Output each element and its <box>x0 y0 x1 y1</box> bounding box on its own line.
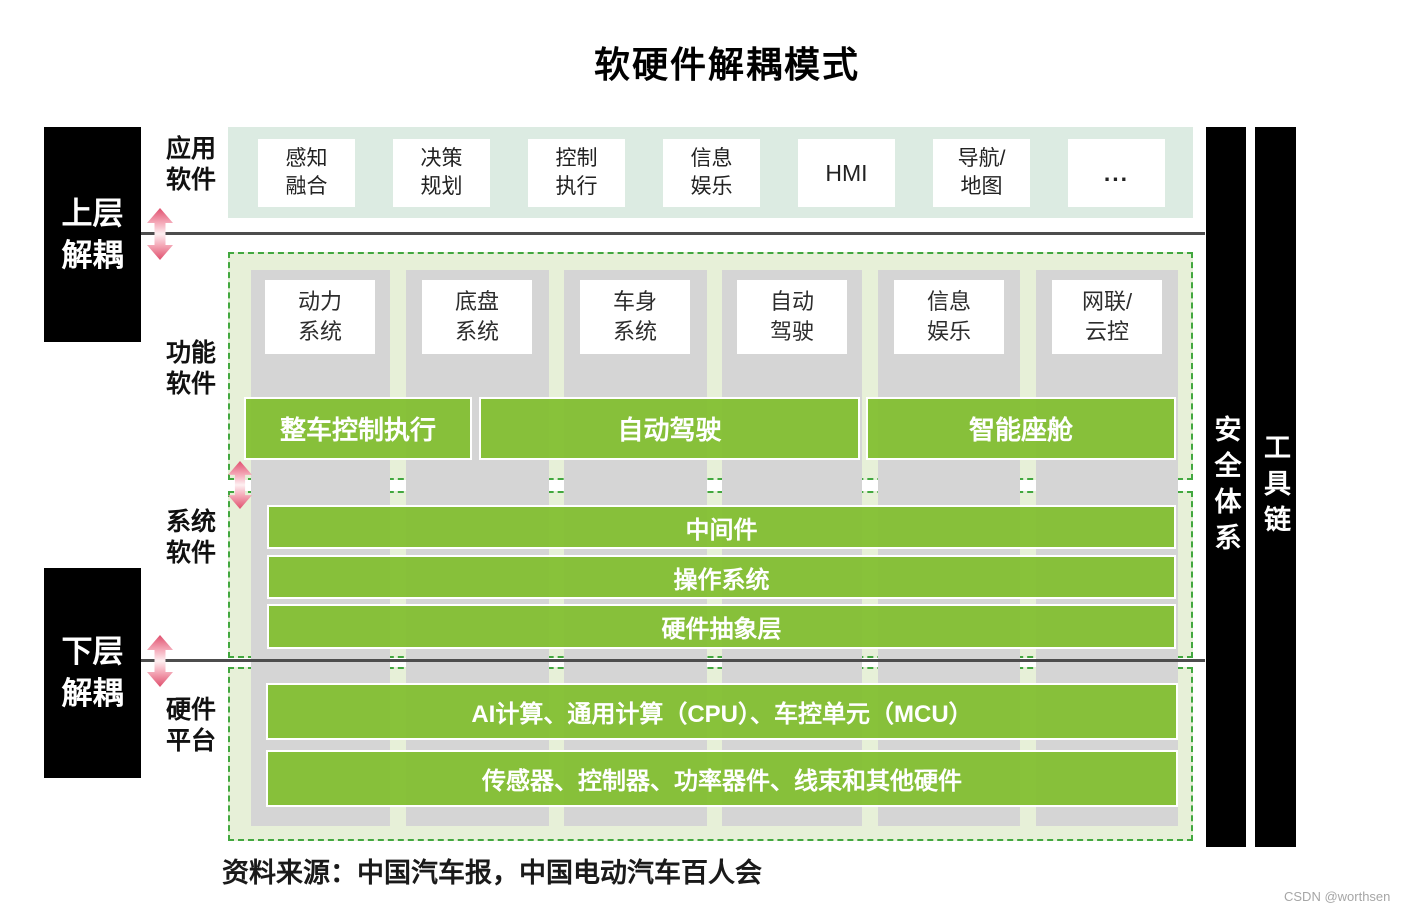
column-label-connectivity-cloud: 网联/云控 <box>1052 280 1162 354</box>
app-box-hmi: HMI <box>798 139 895 207</box>
app-box-infotainment: 信息娱乐 <box>663 139 760 207</box>
label-application-software: 应用 软件 <box>165 135 216 194</box>
column-label-autonomous-driving: 自动驾驶 <box>737 280 847 354</box>
page-title: 软硬件解耦模式 <box>594 44 861 85</box>
safety-system-bar: 安全体系 <box>1206 127 1246 847</box>
app-box-ellipsis: ... <box>1068 139 1165 207</box>
upper-decoupling-block: 上层 解耦 <box>44 127 141 342</box>
column-label-infotainment: 信息娱乐 <box>894 280 1004 354</box>
toolchain-bar: 工具链 <box>1255 127 1296 847</box>
label-hardware-platform: 硬件 平台 <box>165 696 216 755</box>
column-label-powertrain: 动力系统 <box>265 280 375 354</box>
bar-smart-cockpit: 智能座舱 <box>866 397 1176 460</box>
app-box-perception-fusion: 感知融合 <box>258 139 355 207</box>
upper-decouple-arrow-icon <box>147 208 173 260</box>
label-system-software: 系统 软件 <box>165 508 216 567</box>
lower-decoupling-line <box>141 659 1205 662</box>
bar-autonomous-driving: 自动驾驶 <box>479 397 860 460</box>
lower-decoupling-block: 下层 解耦 <box>44 568 141 778</box>
app-box-control-execution: 控制执行 <box>528 139 625 207</box>
bar-middleware: 中间件 <box>267 505 1176 549</box>
app-box-navigation-map: 导航/地图 <box>933 139 1030 207</box>
bar-sensors-controllers-other-hardware: 传感器、控制器、功率器件、线束和其他硬件 <box>266 750 1178 807</box>
bar-vehicle-control-execution: 整车控制执行 <box>244 397 472 460</box>
label-functional-software: 功能 软件 <box>165 339 216 398</box>
column-label-body: 车身系统 <box>580 280 690 354</box>
watermark: CSDN @worthsen <box>1284 889 1391 904</box>
app-box-decision-planning: 决策规划 <box>393 139 490 207</box>
column-label-chassis: 底盘系统 <box>422 280 532 354</box>
upper-decoupling-line <box>141 232 1205 235</box>
source-note: 资料来源：中国汽车报，中国电动汽车百人会 <box>222 858 762 888</box>
lower-decouple-arrow-icon <box>147 635 173 687</box>
bar-operating-system: 操作系统 <box>267 555 1176 599</box>
mid-decouple-arrow-icon <box>228 461 252 509</box>
bar-hardware-abstraction-layer: 硬件抽象层 <box>267 604 1176 649</box>
bar-ai-cpu-mcu-computing: AI计算、通用计算（CPU）、车控单元（MCU） <box>266 683 1178 740</box>
